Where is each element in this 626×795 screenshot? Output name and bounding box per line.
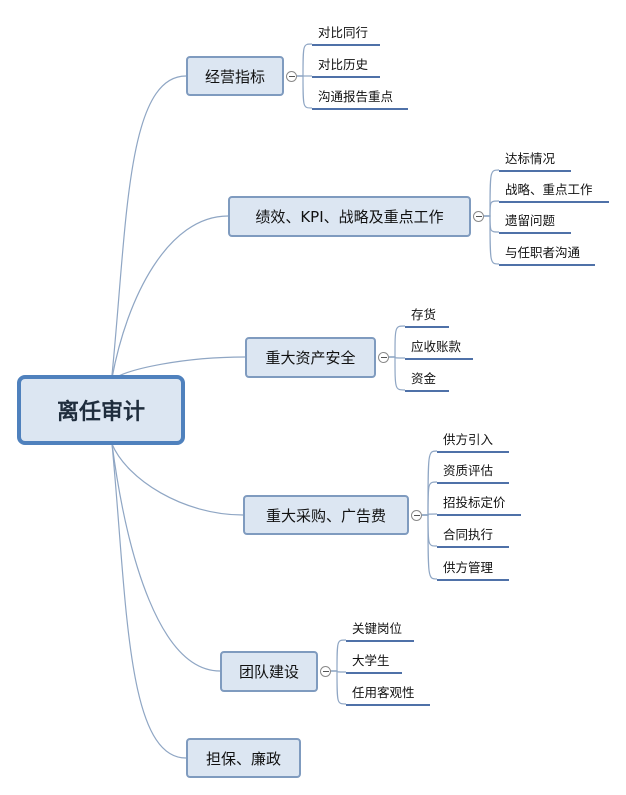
root-branch-connector xyxy=(111,215,229,379)
branch-label: 团队建设 xyxy=(238,663,299,681)
branch-leaf-connector xyxy=(484,169,500,217)
branch-node-procurement-advertising[interactable]: 重大采购、广告费 xyxy=(243,495,409,535)
leaf-item[interactable]: 资质评估 xyxy=(437,460,509,484)
root-branch-connector xyxy=(111,443,187,759)
branch-label: 重大资产安全 xyxy=(265,349,356,367)
branch-leaf-connector xyxy=(422,481,438,516)
branch-node-asset-safety[interactable]: 重大资产安全 xyxy=(245,337,376,378)
root-node[interactable]: 离任审计 xyxy=(17,375,185,445)
leaf-item[interactable]: 招投标定价 xyxy=(437,492,521,516)
branch-leaf-connector xyxy=(331,639,347,672)
root-branch-connector xyxy=(111,443,244,516)
branch-label: 担保、廉政 xyxy=(205,749,281,768)
leaf-item[interactable]: 与任职者沟通 xyxy=(499,242,595,266)
leaf-item[interactable]: 遗留问题 xyxy=(499,210,571,234)
collapse-toggle-icon[interactable] xyxy=(411,510,422,521)
leaf-item[interactable]: 战略、重点工作 xyxy=(499,179,609,203)
collapse-toggle-icon[interactable] xyxy=(286,71,297,82)
branch-leaf-connector xyxy=(484,200,500,217)
leaf-item[interactable]: 沟通报告重点 xyxy=(312,86,408,110)
branch-leaf-connector xyxy=(422,514,438,580)
branch-node-guarantee-integrity[interactable]: 担保、廉政 xyxy=(186,738,301,778)
leaf-item[interactable]: 大学生 xyxy=(346,650,402,674)
branch-leaf-connector xyxy=(422,514,438,547)
branch-leaf-connector xyxy=(422,450,438,516)
leaf-item[interactable]: 合同执行 xyxy=(437,524,509,548)
branch-node-operating-indicators[interactable]: 经营指标 xyxy=(186,56,284,96)
root-label: 离任审计 xyxy=(56,400,145,425)
branch-leaf-connector xyxy=(331,670,347,705)
branch-leaf-connector xyxy=(389,325,406,358)
leaf-item[interactable]: 关键岗位 xyxy=(346,618,414,642)
leaf-item[interactable]: 达标情况 xyxy=(499,148,571,172)
leaf-item[interactable]: 对比同行 xyxy=(312,22,380,46)
leaf-item[interactable]: 资金 xyxy=(405,368,449,392)
branch-leaf-connector xyxy=(484,215,500,233)
leaf-item[interactable]: 供方引入 xyxy=(437,429,509,453)
branch-leaf-connector xyxy=(484,215,500,265)
leaf-item[interactable]: 任用客观性 xyxy=(346,682,430,706)
branch-leaf-connector xyxy=(389,356,406,391)
branch-label: 绩效、KPI、战略及重点工作 xyxy=(255,208,444,226)
collapse-toggle-icon[interactable] xyxy=(473,211,484,222)
leaf-item[interactable]: 供方管理 xyxy=(437,557,509,581)
collapse-toggle-icon[interactable] xyxy=(378,352,389,363)
branch-leaf-connector xyxy=(297,75,313,109)
root-branch-connector xyxy=(111,443,221,672)
root-branch-connector xyxy=(111,75,187,376)
branch-node-team-building[interactable]: 团队建设 xyxy=(220,651,318,692)
leaf-item[interactable]: 应收账款 xyxy=(405,336,473,360)
leaf-item[interactable]: 存货 xyxy=(405,304,449,328)
branch-label: 经营指标 xyxy=(204,67,265,86)
collapse-toggle-icon[interactable] xyxy=(320,666,331,677)
leaf-item[interactable]: 对比历史 xyxy=(312,54,380,78)
branch-leaf-connector xyxy=(297,43,313,77)
branch-label: 重大采购、广告费 xyxy=(265,506,386,525)
branch-node-performance-kpi[interactable]: 绩效、KPI、战略及重点工作 xyxy=(228,196,471,237)
